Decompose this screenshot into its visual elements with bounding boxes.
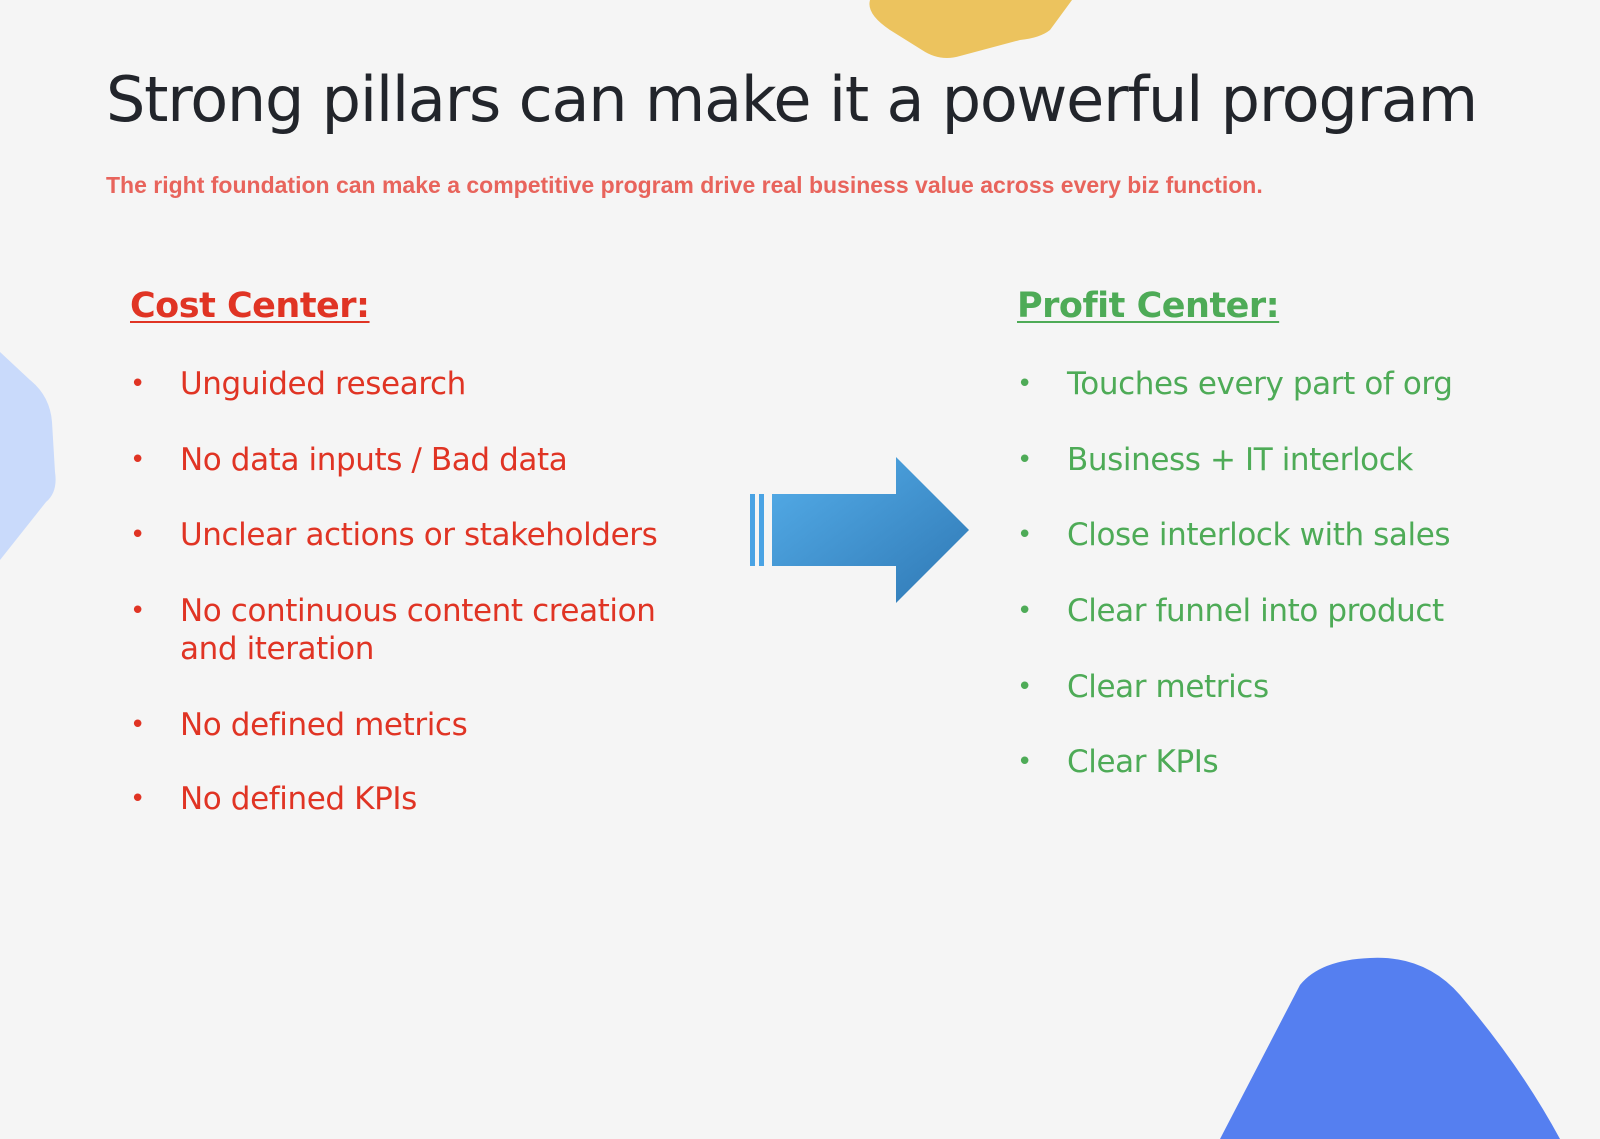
blue-blob-shape [1220, 957, 1560, 1139]
list-item-text: No data inputs / Bad data [180, 442, 568, 478]
slide-title: Strong pillars can make it a powerful pr… [106, 63, 1478, 136]
list-item-text: No defined KPIs [180, 781, 417, 817]
list-item-text: Clear funnel into product [1067, 593, 1444, 629]
bullet-icon: • [130, 369, 145, 399]
light-blue-blob-shape [0, 352, 56, 560]
list-item-text: Business + IT interlock [1067, 442, 1413, 478]
bullet-icon: • [1017, 672, 1032, 702]
list-item-text: Clear KPIs [1067, 744, 1219, 780]
list-item-text: Touches every part of org [1067, 366, 1453, 402]
list-item-text-continued: and iteration [180, 631, 374, 667]
bullet-icon: • [1017, 747, 1032, 777]
list-item-text: Close interlock with sales [1067, 517, 1451, 553]
bullet-icon: • [1017, 596, 1032, 626]
cost-center-heading: Cost Center: [130, 286, 370, 326]
right-arrow-icon [750, 457, 969, 603]
list-item-text: Unclear actions or stakeholders [180, 517, 658, 553]
bullet-icon: • [1017, 520, 1032, 550]
list-item-text: No continuous content creation [180, 593, 656, 629]
bullet-icon: • [130, 596, 145, 626]
bullet-icon: • [1017, 369, 1032, 399]
bullet-icon: • [130, 784, 145, 814]
bullet-icon: • [130, 520, 145, 550]
list-item-text: No defined metrics [180, 707, 468, 743]
yellow-blob-shape [869, 0, 1072, 58]
profit-center-heading: Profit Center: [1017, 286, 1280, 326]
bullet-icon: • [130, 710, 145, 740]
list-item-text: Clear metrics [1067, 669, 1269, 705]
list-item-text: Unguided research [180, 366, 466, 402]
bullet-icon: • [1017, 445, 1032, 475]
slide-subtitle: The right foundation can make a competit… [106, 172, 1263, 198]
bullet-icon: • [130, 445, 145, 475]
